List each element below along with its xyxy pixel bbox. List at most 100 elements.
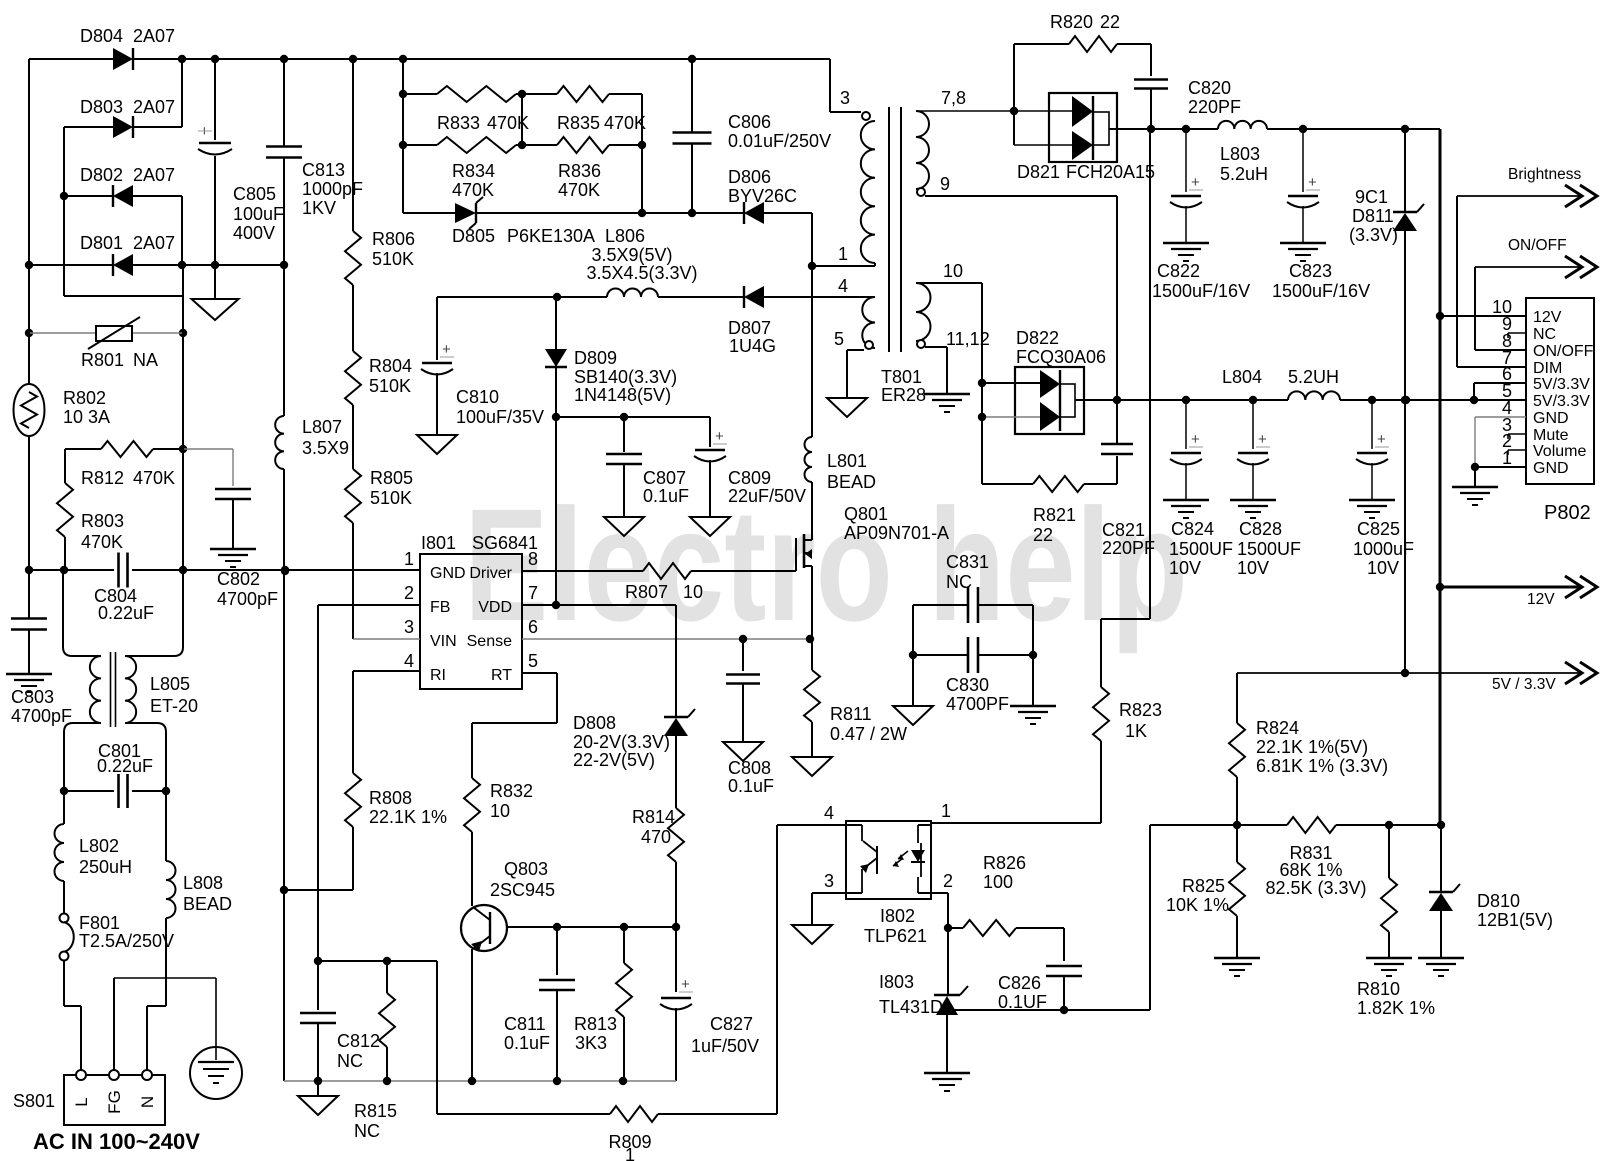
svg-text:C828: C828 — [1239, 519, 1282, 539]
svg-text:R805: R805 — [370, 468, 413, 488]
svg-text:R836: R836 — [558, 161, 601, 181]
svg-text:5: 5 — [1502, 381, 1512, 401]
svg-text:P802: P802 — [1544, 502, 1591, 524]
svg-text:NC: NC — [354, 1121, 380, 1141]
svg-text:+: + — [1377, 431, 1386, 448]
svg-text:+: + — [715, 428, 724, 445]
svg-text:470: 470 — [641, 827, 671, 847]
svg-text:1U4G: 1U4G — [729, 336, 776, 356]
svg-text:9: 9 — [1502, 314, 1512, 334]
svg-text:470K: 470K — [604, 113, 646, 133]
svg-text:Volume: Volume — [1533, 443, 1586, 460]
svg-text:7: 7 — [528, 583, 538, 603]
svg-text:I801: I801 — [421, 533, 456, 553]
svg-text:5V/3.3V: 5V/3.3V — [1533, 376, 1590, 393]
svg-text:R801: R801 — [81, 350, 124, 370]
svg-text:C813: C813 — [302, 160, 345, 180]
svg-text:1500UF: 1500UF — [1237, 539, 1301, 559]
svg-text:2: 2 — [404, 583, 414, 603]
svg-text:0.1uF: 0.1uF — [504, 1033, 550, 1053]
svg-text:1: 1 — [625, 1145, 635, 1161]
svg-text:R810: R810 — [1357, 979, 1400, 999]
svg-text:3.5X9(5V): 3.5X9(5V) — [591, 245, 672, 265]
svg-text:NC: NC — [1533, 326, 1556, 343]
svg-text:2A07: 2A07 — [133, 26, 175, 46]
svg-text:+: + — [1308, 174, 1317, 191]
svg-text:8: 8 — [528, 549, 538, 569]
svg-text:GND: GND — [430, 565, 466, 582]
svg-text:0.22uF: 0.22uF — [98, 603, 154, 623]
svg-text:FG: FG — [105, 1090, 124, 1114]
svg-text:C812: C812 — [337, 1031, 380, 1051]
svg-text:100: 100 — [983, 872, 1013, 892]
svg-text:10V: 10V — [1169, 558, 1201, 578]
svg-text:C825: C825 — [1357, 519, 1400, 539]
svg-text:L806: L806 — [605, 226, 645, 246]
svg-text:470K: 470K — [452, 180, 494, 200]
svg-text:68K 1%: 68K 1% — [1279, 860, 1342, 880]
svg-text:100uF: 100uF — [233, 204, 284, 224]
svg-text:4700pF: 4700pF — [11, 706, 72, 726]
svg-text:D807: D807 — [728, 318, 771, 338]
svg-text:+: + — [1191, 431, 1200, 448]
svg-text:C802: C802 — [217, 569, 260, 589]
svg-text:Q801: Q801 — [844, 504, 888, 524]
svg-text:250uH: 250uH — [79, 857, 132, 877]
svg-text:1: 1 — [404, 549, 414, 569]
svg-text:ON/OFF: ON/OFF — [1508, 237, 1567, 254]
svg-text:T801: T801 — [881, 367, 922, 387]
svg-text:R812: R812 — [81, 468, 124, 488]
svg-text:470K: 470K — [558, 180, 600, 200]
svg-text:1: 1 — [1502, 448, 1512, 468]
svg-text:C804: C804 — [94, 586, 137, 606]
svg-text:R808: R808 — [369, 788, 412, 808]
svg-text:L804: L804 — [1222, 367, 1262, 387]
svg-text:0.1uF: 0.1uF — [643, 486, 689, 506]
svg-text:22uF/50V: 22uF/50V — [728, 486, 806, 506]
svg-text:10: 10 — [1492, 297, 1512, 317]
svg-text:BEAD: BEAD — [183, 894, 232, 914]
svg-text:I802: I802 — [880, 906, 915, 926]
svg-text:C820: C820 — [1188, 78, 1231, 98]
svg-text:P6KE130A: P6KE130A — [507, 226, 595, 246]
svg-text:FCH20A15: FCH20A15 — [1066, 162, 1155, 182]
svg-text:2A07: 2A07 — [133, 165, 175, 185]
svg-text:5: 5 — [834, 329, 844, 349]
svg-text:2: 2 — [943, 871, 953, 891]
svg-text:R835: R835 — [557, 113, 600, 133]
svg-text:C827: C827 — [710, 1014, 753, 1034]
svg-text:4700pF: 4700pF — [217, 589, 278, 609]
svg-text:N: N — [138, 1096, 157, 1108]
svg-text:R807: R807 — [625, 582, 668, 602]
svg-text:R834: R834 — [452, 161, 495, 181]
svg-text:D811: D811 — [1352, 206, 1394, 226]
svg-text:0.47 / 2W: 0.47 / 2W — [830, 724, 907, 744]
svg-text:C808: C808 — [728, 758, 771, 778]
svg-text:D802: D802 — [80, 165, 123, 185]
svg-text:D801: D801 — [80, 233, 123, 253]
svg-text:82.5K (3.3V): 82.5K (3.3V) — [1265, 878, 1366, 898]
svg-text:C830: C830 — [946, 675, 989, 695]
svg-text:R824: R824 — [1256, 718, 1299, 738]
svg-text:RI: RI — [430, 667, 446, 684]
svg-text:7,8: 7,8 — [941, 88, 966, 108]
svg-text:R814: R814 — [632, 807, 675, 827]
svg-text:5.2UH: 5.2UH — [1288, 367, 1339, 387]
svg-text:SB140(3.3V): SB140(3.3V) — [574, 367, 677, 387]
svg-text:NC: NC — [337, 1051, 363, 1071]
svg-text:3.5X4.5(3.3V): 3.5X4.5(3.3V) — [586, 263, 697, 283]
svg-text:11,12: 11,12 — [946, 329, 990, 349]
svg-text:1500uF/16V: 1500uF/16V — [1272, 281, 1370, 301]
svg-text:5: 5 — [528, 651, 538, 671]
svg-text:RT: RT — [491, 667, 512, 684]
svg-text:C831: C831 — [946, 552, 989, 572]
svg-text:R831: R831 — [1289, 843, 1332, 863]
svg-text:D808: D808 — [573, 713, 616, 733]
svg-text:Electro help: Electro help — [464, 475, 1188, 654]
svg-text:BEAD: BEAD — [827, 472, 876, 492]
svg-text:3: 3 — [840, 88, 850, 108]
svg-text:Q803: Q803 — [504, 859, 548, 879]
svg-text:12B1(5V): 12B1(5V) — [1477, 910, 1553, 930]
svg-text:7: 7 — [1502, 348, 1512, 368]
svg-text:C809: C809 — [728, 468, 771, 488]
